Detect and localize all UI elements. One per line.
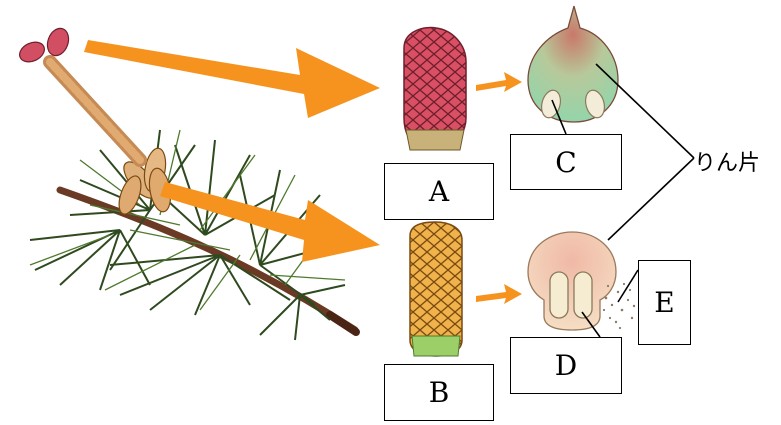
female-scale-illustration — [528, 6, 618, 122]
arrow-male-to-scale — [476, 284, 522, 304]
female-cone-illustration — [404, 28, 466, 150]
label-d: D — [555, 349, 577, 382]
label-box-a: A — [384, 163, 494, 220]
arrow-shoot-to-female — [84, 40, 380, 118]
label-b: B — [429, 376, 450, 409]
leader-e — [618, 270, 638, 302]
label-box-b: B — [384, 364, 494, 421]
label-box-d: D — [510, 337, 622, 394]
label-e: E — [654, 286, 674, 319]
male-cone-illustration — [410, 222, 462, 356]
arrow-female-to-scale — [476, 72, 522, 92]
scale-label: りん片 — [694, 145, 760, 177]
label-c: C — [555, 146, 576, 179]
label-box-e: E — [638, 260, 691, 345]
label-a: A — [429, 175, 449, 208]
male-scale-illustration — [528, 232, 616, 330]
arrow-branch-to-male — [160, 182, 380, 262]
label-box-c: C — [510, 134, 622, 190]
